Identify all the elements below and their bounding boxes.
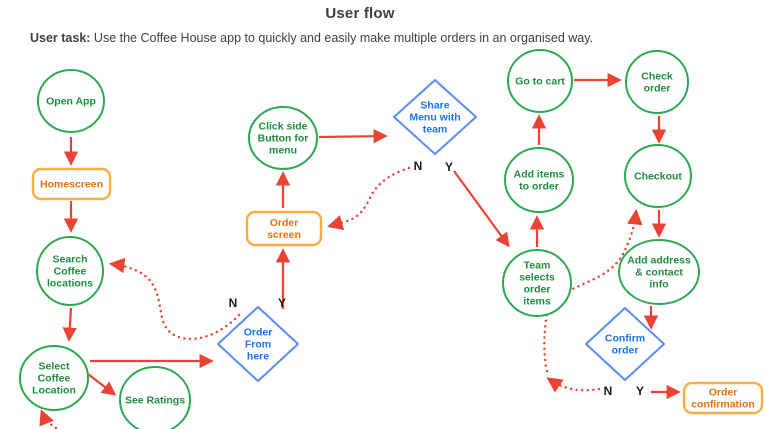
arrow-order-from-here-n-to-search [108,257,241,341]
arrow-share-menu-y-to-team-selects [453,170,510,248]
page-title: User flow [325,5,395,22]
confirm-order-diamond [585,307,665,381]
checkout-circle [624,144,692,208]
arrow-confirm-order-n-back [546,377,601,393]
node-go-to-cart[interactable]: Go to cart [507,49,573,113]
user-task-description: User task: Use the Coffee House app to q… [30,31,593,45]
node-checkout[interactable]: Checkout [624,144,692,208]
checkout-label: Checkout [634,171,682,183]
node-homescreen[interactable]: Homescreen [31,167,112,201]
arrow-share-menu-n-to-order-screen [327,166,411,231]
arrow-search-to-select [62,307,77,342]
add-items-to-order-circle [504,147,574,213]
order-confirmation-box [682,381,764,415]
decision-label-confirm-order-n: N [604,384,613,398]
homescreen-box [31,167,112,201]
share-menu-with-team-diamond [393,79,477,155]
add-address-contact-info-circle [618,239,700,305]
see-ratings-circle [119,366,191,429]
team-selects-order-items-circle [502,249,572,317]
decision-label-confirm-order-y: Y [636,384,644,398]
homescreen-label: Homescreen [40,179,103,191]
select-coffee-location-circle [19,345,89,411]
check-order-circle [625,50,689,114]
search-coffee-locations-circle [36,236,104,306]
arrow-click-side-button-to-share-menu [318,129,388,144]
user-task-label: User task: [30,31,91,45]
arrow-see-ratings-to-select [39,409,152,429]
go-to-cart-label: Go to cart [515,76,565,88]
arrow-select-to-see-ratings [83,370,117,396]
see-ratings-label: See Ratings [125,395,185,407]
click-side-button-circle [248,106,318,170]
go-to-cart-circle [507,49,573,113]
order-from-here-diamond [217,306,299,382]
open-app-label: Open App [46,96,96,108]
order-screen-box [245,210,323,247]
open-app-circle [37,69,105,133]
decision-label-share-menu-n: N [414,159,423,173]
node-see-ratings[interactable]: See Ratings [119,366,191,429]
user-task-text: Use the Coffee House app to quickly and … [90,31,594,45]
node-open-app[interactable]: Open App [37,69,105,133]
decision-label-share-menu-y: Y [445,160,453,174]
decision-label-order-from-here-y: Y [278,296,286,310]
decision-label-order-from-here-n: N [229,296,238,310]
